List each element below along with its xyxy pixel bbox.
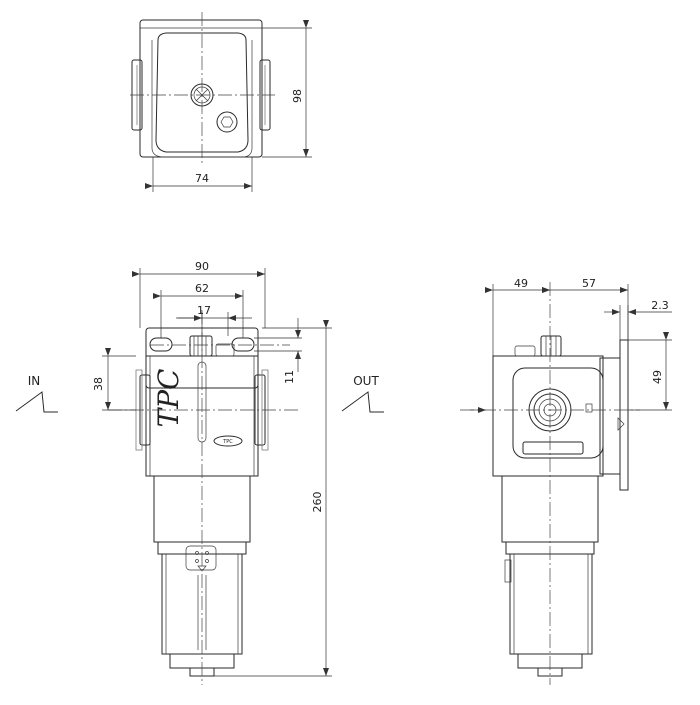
dim-49-left-label: 49 xyxy=(514,277,528,290)
dim-11-label: 11 xyxy=(283,370,296,384)
dim-38-label: 38 xyxy=(92,377,105,391)
top-view xyxy=(130,12,312,192)
dim-2-3-label: 2.3 xyxy=(651,299,669,312)
side-view xyxy=(460,282,672,685)
dim-17-label: 17 xyxy=(197,304,211,317)
inlet-label: IN xyxy=(28,374,41,388)
outlet-label: OUT xyxy=(353,374,379,388)
dim-74-label: 74 xyxy=(195,172,209,185)
dim-98-label: 98 xyxy=(291,89,304,103)
dim-260-label: 260 xyxy=(311,492,324,513)
brand-logo: TPC xyxy=(152,369,185,428)
dim-90-label: 90 xyxy=(195,260,209,273)
front-view xyxy=(15,268,384,685)
dim-49-side-label: 49 xyxy=(651,370,664,384)
dim-57-label: 57 xyxy=(582,277,596,290)
dim-62-label: 62 xyxy=(195,282,209,295)
badge-logo: TPC xyxy=(222,439,233,445)
